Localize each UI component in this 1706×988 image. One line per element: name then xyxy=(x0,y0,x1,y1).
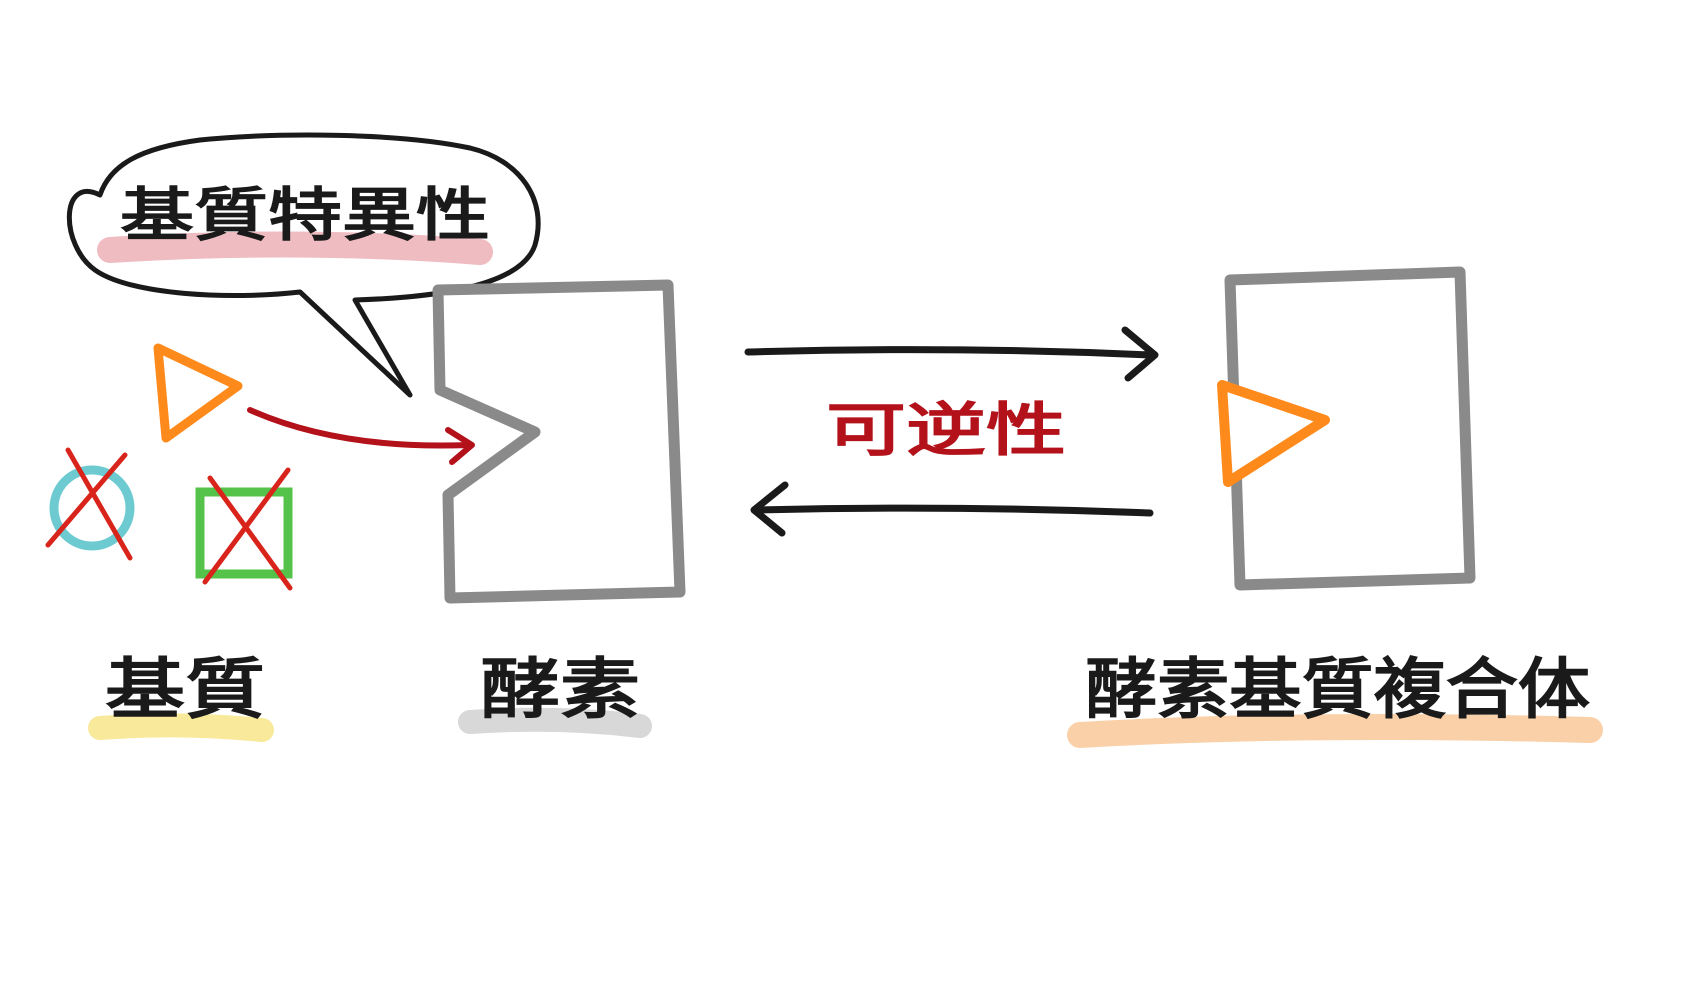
highlight-enzyme xyxy=(458,707,652,738)
rejected-circle-icon xyxy=(49,465,135,551)
substrate-triangle-icon xyxy=(153,343,243,443)
substrate-specificity-label: 基質特異性 xyxy=(120,181,490,249)
highlight-specificity xyxy=(97,231,493,265)
rejected-square-icon xyxy=(195,487,293,579)
reject-x-square-icon xyxy=(202,467,293,591)
reverse-arrow-head xyxy=(750,481,789,537)
forward-arrow xyxy=(744,346,1154,359)
highlight-complex xyxy=(1067,713,1603,748)
highlight-substrate xyxy=(88,713,274,742)
enzyme-label: 酵素 xyxy=(480,651,640,728)
reversibility-label: 可逆性 xyxy=(826,396,1066,464)
binding-arrow-head xyxy=(445,427,475,465)
binding-arrow xyxy=(247,407,473,449)
enzyme-shape xyxy=(432,279,686,604)
complex-substrate-triangle-icon xyxy=(1217,380,1330,487)
complex-enzyme-shape xyxy=(1224,266,1476,591)
substrate-label: 基質 xyxy=(105,651,265,728)
reject-x-circle-icon xyxy=(45,447,133,561)
enzyme-substrate-complex-label: 酵素基質複合体 xyxy=(1085,651,1590,728)
forward-arrow-head xyxy=(1121,326,1159,382)
speech-bubble xyxy=(66,132,541,398)
reverse-arrow xyxy=(752,504,1154,517)
